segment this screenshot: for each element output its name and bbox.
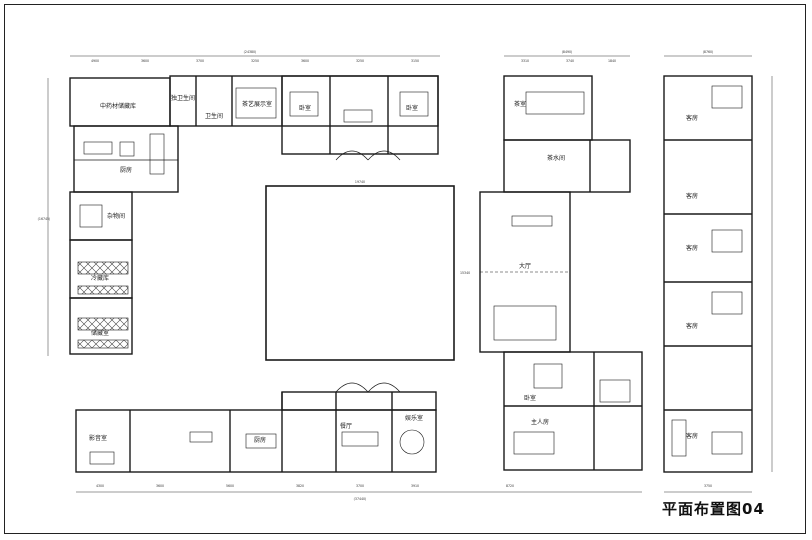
dim-top-seg: 3250 bbox=[251, 59, 259, 63]
dimension-lines bbox=[47, 55, 773, 493]
room-label: 厨房 bbox=[254, 436, 266, 444]
room-label: 娱乐室 bbox=[405, 414, 423, 422]
room-labels: 中药材储藏库 厨房 杂物间 冷藏库 储藏室 独卫生间 卫生间 茶艺展示室 卧室 … bbox=[89, 94, 698, 444]
dim-bottom-seg: 3600 bbox=[156, 484, 164, 488]
dim-bottom-seg: 3910 bbox=[411, 484, 419, 488]
courtyard bbox=[265, 185, 455, 361]
room-label: 客房 bbox=[686, 322, 698, 330]
room-label: 冷藏库 bbox=[91, 274, 109, 282]
room-label: 客房 bbox=[686, 114, 698, 122]
dim-courtyard-width: 19740 bbox=[355, 180, 365, 184]
dim-bottom-seg: 3820 bbox=[296, 484, 304, 488]
top-wing bbox=[169, 75, 439, 161]
room-label: 影音室 bbox=[89, 434, 107, 442]
dim-bottom-seg: 3750 bbox=[704, 484, 712, 488]
room-label: 中药材储藏库 bbox=[100, 102, 136, 110]
dim-top-seg: 3250 bbox=[356, 59, 364, 63]
room-label: 客房 bbox=[686, 432, 698, 440]
center-wing bbox=[479, 75, 643, 471]
room-label: 杂物间 bbox=[107, 212, 125, 220]
dim-mid-seg: 3310 bbox=[521, 59, 529, 63]
drawing-title: 平面布置图04 bbox=[662, 500, 765, 518]
room-label: 卫生间 bbox=[205, 112, 223, 120]
room-label: 主人房 bbox=[531, 418, 549, 426]
dim-courtyard-height: 15340 bbox=[460, 271, 470, 275]
dim-mid-overall: (8490) bbox=[562, 50, 573, 54]
dim-left-side: (16745) bbox=[38, 217, 51, 221]
dim-top-seg: 3600 bbox=[301, 59, 309, 63]
dim-top-seg: 3700 bbox=[196, 59, 204, 63]
room-label: 餐厅 bbox=[340, 422, 352, 430]
room-label: 厨房 bbox=[120, 166, 132, 174]
bottom-wing bbox=[75, 382, 437, 473]
room-label: 储藏室 bbox=[91, 329, 109, 337]
right-wing bbox=[663, 75, 753, 473]
dim-top-seg: 3150 bbox=[411, 59, 419, 63]
dim-bottom-seg: 8720 bbox=[506, 484, 514, 488]
dim-top-overall: (24380) bbox=[244, 50, 257, 54]
dim-bottom-overall: (37440) bbox=[354, 497, 367, 501]
dim-right-overall: (8760) bbox=[703, 50, 714, 54]
dim-mid-seg: 1840 bbox=[608, 59, 616, 63]
dim-bottom-seg: 3700 bbox=[356, 484, 364, 488]
room-label: 大厅 bbox=[519, 262, 531, 270]
dim-mid-seg: 3740 bbox=[566, 59, 574, 63]
drawing-frame bbox=[4, 4, 806, 534]
room-label: 卧室 bbox=[299, 104, 311, 112]
room-label: 茶艺展示室 bbox=[242, 100, 272, 108]
room-label: 茶室 bbox=[514, 100, 526, 108]
room-label: 卧室 bbox=[524, 394, 536, 402]
room-label: 独卫生间 bbox=[171, 94, 195, 102]
room-label: 茶水间 bbox=[547, 154, 565, 162]
dim-bottom-seg: 4300 bbox=[96, 484, 104, 488]
dimension-labels: (24380) (8490) (8760) (37440) (16745) 19… bbox=[38, 50, 714, 501]
room-label: 卧室 bbox=[406, 104, 418, 112]
room-label: 客房 bbox=[686, 244, 698, 252]
room-label: 客房 bbox=[686, 192, 698, 200]
dim-top-seg: 4900 bbox=[91, 59, 99, 63]
left-wing bbox=[69, 77, 179, 355]
dim-bottom-seg: 5600 bbox=[226, 484, 234, 488]
dim-top-seg: 3600 bbox=[141, 59, 149, 63]
